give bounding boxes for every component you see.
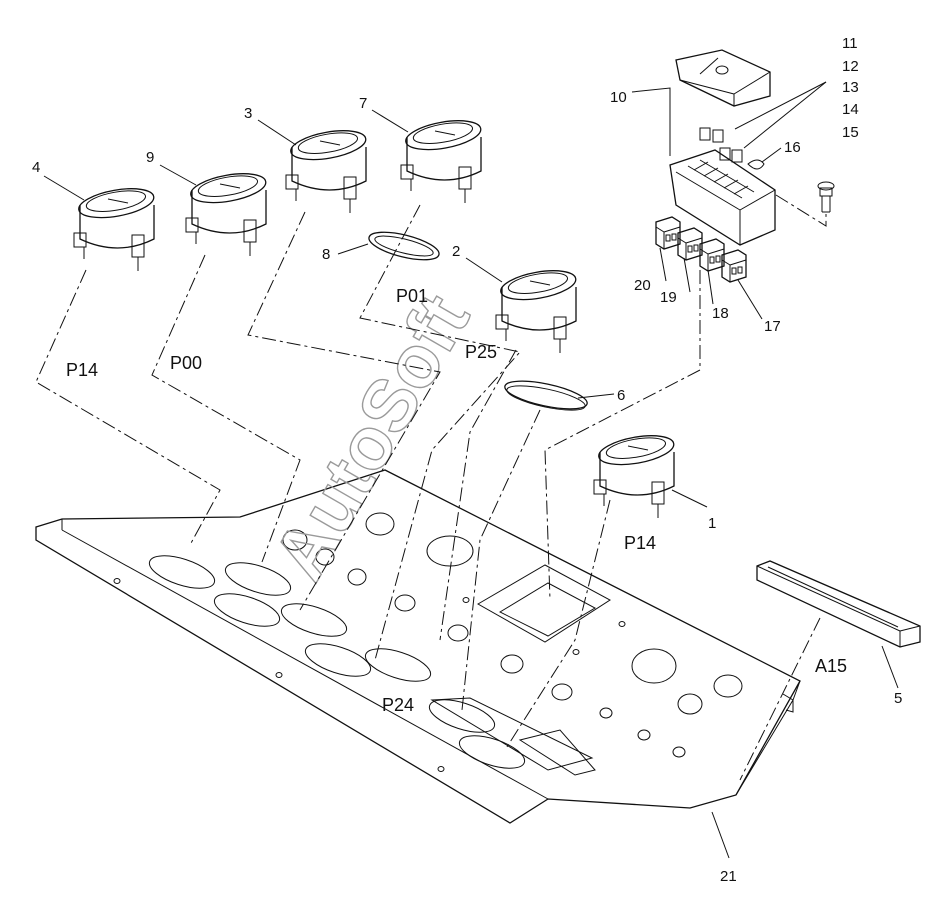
callout-7: 7 bbox=[359, 95, 367, 112]
relay-19 bbox=[677, 227, 703, 261]
assembly-lines bbox=[35, 204, 821, 781]
relay-20 bbox=[655, 216, 681, 250]
gauge-4 bbox=[73, 188, 155, 271]
label-a15: A15 bbox=[815, 656, 847, 676]
callout-3: 3 bbox=[244, 105, 252, 122]
leaders bbox=[43, 81, 899, 859]
gauge-9 bbox=[185, 173, 267, 256]
relay-17 bbox=[721, 249, 747, 283]
label-p00: P00 bbox=[170, 353, 202, 373]
fuse-box-cover bbox=[675, 49, 771, 107]
callout-12: 12 bbox=[842, 58, 859, 75]
callout-15: 15 bbox=[842, 124, 859, 141]
gauge-1 bbox=[593, 435, 675, 518]
callout-20: 20 bbox=[634, 277, 651, 294]
gauge-2 bbox=[495, 270, 577, 353]
label-p14-right: P14 bbox=[624, 533, 656, 553]
callout-9: 9 bbox=[146, 149, 154, 166]
callout-8: 8 bbox=[322, 246, 330, 263]
callout-16: 16 bbox=[784, 139, 801, 156]
lens-6 bbox=[504, 380, 588, 411]
callout-5: 5 bbox=[894, 690, 902, 707]
label-p25: P25 bbox=[465, 342, 497, 362]
label-p24: P24 bbox=[382, 695, 414, 715]
gauge-7 bbox=[400, 120, 482, 203]
callout-1: 1 bbox=[708, 515, 716, 532]
relay-18 bbox=[699, 238, 725, 272]
watermark: AutoSoft bbox=[257, 281, 485, 593]
callout-4: 4 bbox=[32, 159, 40, 176]
label-p01: P01 bbox=[396, 286, 428, 306]
label-p14-left: P14 bbox=[66, 360, 98, 380]
callout-2: 2 bbox=[452, 243, 460, 260]
fuse-box bbox=[669, 127, 835, 246]
callout-14: 14 bbox=[842, 101, 859, 118]
dashboard-panel bbox=[35, 469, 801, 824]
callout-18: 18 bbox=[712, 305, 729, 322]
callout-19: 19 bbox=[660, 289, 677, 306]
seal-ring-8 bbox=[368, 231, 440, 261]
callout-13: 13 bbox=[842, 79, 859, 96]
callout-6: 6 bbox=[617, 387, 625, 404]
gauge-3 bbox=[285, 130, 367, 213]
callout-21: 21 bbox=[720, 868, 737, 885]
callout-10: 10 bbox=[610, 89, 627, 106]
callout-17: 17 bbox=[764, 318, 781, 335]
callout-11: 11 bbox=[842, 35, 858, 52]
module-5 bbox=[756, 560, 921, 648]
